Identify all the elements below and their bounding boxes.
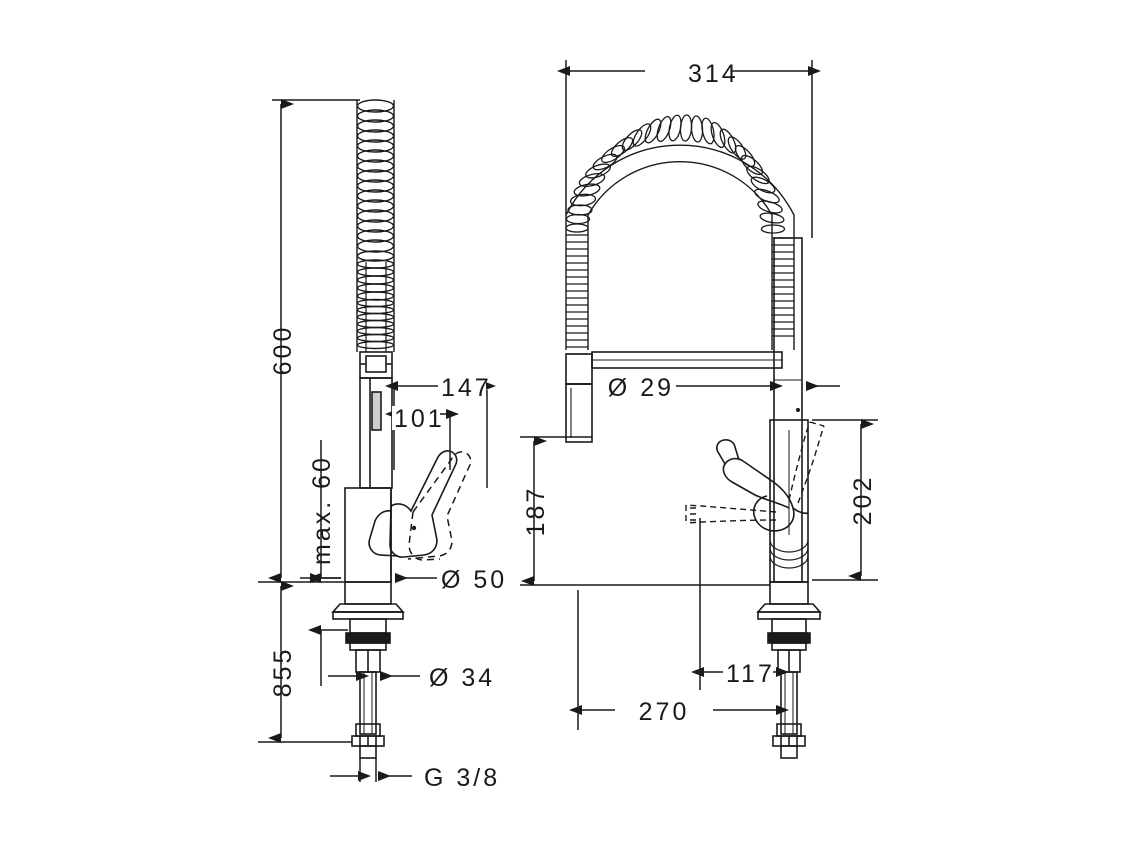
side-view-lever-handle <box>368 450 458 558</box>
side-view-spray-head <box>359 351 393 379</box>
dim-label-101-top: 101 <box>394 405 445 433</box>
side-view-spring-hose <box>356 99 395 352</box>
dim-label-d29-top: Ø 29 <box>608 374 674 402</box>
front-view-dimensions <box>520 60 878 730</box>
side-view-deck-plate <box>331 581 405 620</box>
front-view-lever-handle-alt-left <box>685 504 777 524</box>
dim-label-600: 600 <box>269 325 297 376</box>
front-view-shank-assembly <box>767 618 811 759</box>
dim-label-270-top: 270 <box>639 698 690 726</box>
dim-label-314-top: 314 <box>688 60 739 88</box>
dim-label-855: 855 <box>269 647 297 698</box>
front-view-geometry <box>565 114 825 759</box>
label-backdrops <box>392 62 773 728</box>
front-view-deck-plate <box>756 581 822 620</box>
side-view-body <box>344 487 392 583</box>
front-view-support-bar <box>591 351 783 369</box>
side-view-lever-handle-alt <box>407 451 472 561</box>
dim-label-g38: G 3/8 <box>424 764 500 792</box>
side-view-shank-assembly <box>345 618 391 759</box>
dim-label-max-60: max. 60 <box>308 455 336 565</box>
side-view-spout-column <box>359 377 393 489</box>
dim-label-187: 187 <box>522 486 550 537</box>
dim-label-147-top: 147 <box>441 374 492 402</box>
dim-label-117-top: 117 <box>726 660 775 688</box>
front-view-spray-head <box>565 353 593 443</box>
dimension-labels-top: 147 101 314 Ø 29 117 270 <box>394 60 775 726</box>
dim-label-d34: Ø 34 <box>429 664 495 692</box>
dim-label-202: 202 <box>849 475 877 526</box>
front-view-lever-handle <box>716 439 809 532</box>
dim-label-d50: Ø 50 <box>441 566 507 594</box>
front-view-lever-handle-alt-up <box>788 421 825 504</box>
side-view-geometry <box>331 99 472 759</box>
front-view-spring-hose <box>565 114 795 355</box>
